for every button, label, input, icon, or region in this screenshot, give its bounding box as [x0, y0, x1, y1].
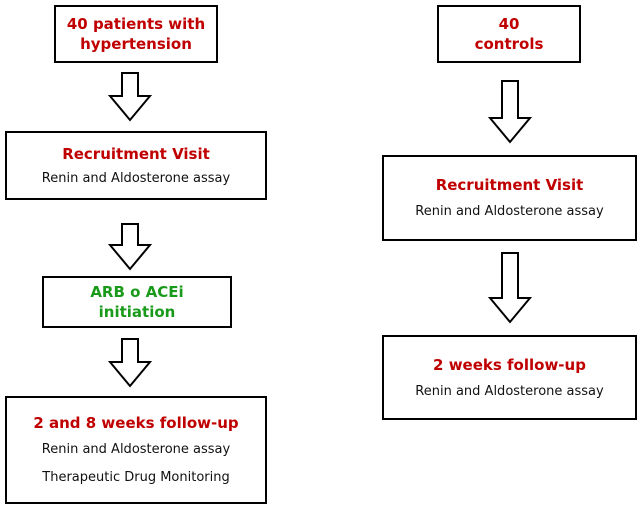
followup-box-right: 2 weeks follow-up Renin and Aldosterone …	[382, 335, 637, 420]
followup-title-left: 2 and 8 weeks follow-up	[33, 414, 239, 432]
controls-box: 40 controls	[437, 5, 581, 63]
down-arrow-icon	[488, 80, 532, 144]
controls-line2: controls	[474, 35, 544, 53]
recruitment-box-left: Recruitment Visit Renin and Aldosterone …	[5, 131, 267, 200]
initiation-box: ARB o ACEi initiation	[42, 276, 232, 328]
recruitment-title-left: Recruitment Visit	[62, 144, 210, 163]
followup-title-right: 2 weeks follow-up	[433, 355, 586, 374]
down-arrow-icon	[108, 223, 152, 271]
down-arrow-icon	[108, 338, 152, 388]
recruitment-assay-right: Renin and Aldosterone assay	[415, 204, 604, 219]
recruitment-title-right: Recruitment Visit	[435, 176, 584, 194]
initiation-line1: ARB o ACEi	[90, 283, 184, 301]
initiation-line2: initiation	[98, 303, 176, 321]
controls-line1: 40	[498, 15, 520, 33]
followup-assay-left: Renin and Aldosterone assay	[41, 442, 231, 457]
patients-line2: hypertension	[80, 35, 192, 53]
down-arrow-icon	[488, 252, 532, 324]
followup-monitoring-left: Therapeutic Drug Monitoring	[42, 470, 230, 485]
patients-line1: 40 patients with	[66, 15, 206, 33]
followup-assay-right: Renin and Aldosterone assay	[415, 383, 604, 399]
followup-box-left: 2 and 8 weeks follow-up Renin and Aldost…	[5, 396, 267, 504]
patients-box: 40 patients with hypertension	[54, 5, 218, 63]
recruitment-assay-left: Renin and Aldosterone assay	[41, 170, 231, 186]
recruitment-box-right: Recruitment Visit Renin and Aldosterone …	[382, 155, 637, 241]
down-arrow-icon	[108, 72, 152, 122]
